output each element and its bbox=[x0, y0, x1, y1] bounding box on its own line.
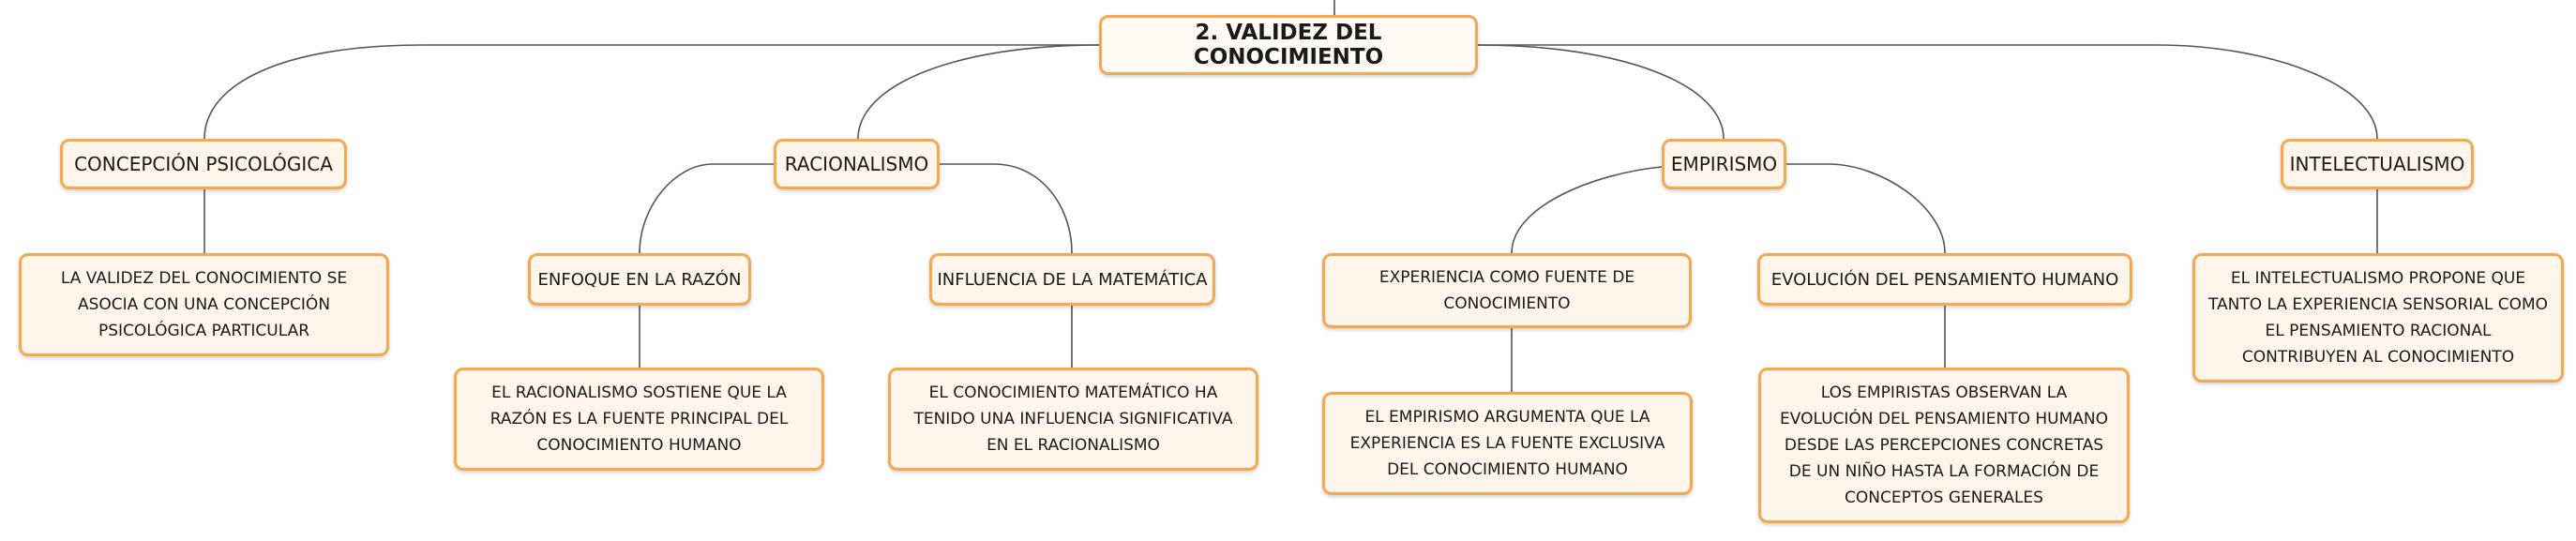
branch-label: CONCEPCIÓN PSICOLÓGICA bbox=[74, 153, 333, 175]
branch-racionalismo[interactable]: RACIONALISMO bbox=[774, 139, 940, 189]
branch-label: EMPIRISMO bbox=[1670, 153, 1778, 175]
connector-empirismo-evolucion bbox=[1786, 163, 1946, 254]
connector-root-empirismo bbox=[1477, 44, 1725, 140]
connector-root-racionalismo bbox=[857, 44, 1100, 140]
detail-influencia-matematica[interactable]: EL CONOCIMIENTO MATEMÁTICO HA TENIDO UNA… bbox=[888, 368, 1258, 471]
node-enfoque-razon[interactable]: ENFOQUE EN LA RAZÓN bbox=[528, 253, 751, 306]
connector-root-intelectualismo bbox=[1478, 44, 2378, 140]
detail-evolucion-pensamiento[interactable]: LOS EMPIRISTAS OBSERVAN LA EVOLUCIÓN DEL… bbox=[1758, 368, 2130, 523]
node-influencia-matematica[interactable]: INFLUENCIA DE LA MATEMÁTICA bbox=[929, 253, 1215, 306]
branch-intelectualismo[interactable]: INTELECTUALISMO bbox=[2281, 139, 2474, 189]
detail-concepcion-psicologica[interactable]: LA VALIDEZ DEL CONOCIMIENTO SE ASOCIA CO… bbox=[19, 253, 389, 356]
root-title: 2. VALIDEZ DEL CONOCIMIENTO bbox=[1193, 21, 1384, 69]
detail-text: EL RACIONALISMO SOSTIENE QUE LA RAZÓN ES… bbox=[490, 383, 789, 455]
detail-text: EL EMPIRISMO ARGUMENTA QUE LA EXPERIENCI… bbox=[1349, 408, 1665, 479]
node-experiencia-fuente[interactable]: EXPERIENCIA COMO FUENTE DE CONOCIMIENTO bbox=[1322, 253, 1692, 328]
node-label: ENFOQUE EN LA RAZÓN bbox=[537, 269, 742, 290]
node-label: INFLUENCIA DE LA MATEMÁTICA bbox=[937, 269, 1208, 290]
detail-enfoque-razon[interactable]: EL RACIONALISMO SOSTIENE QUE LA RAZÓN ES… bbox=[454, 368, 824, 471]
branch-empirismo[interactable]: EMPIRISMO bbox=[1662, 139, 1786, 189]
root-node[interactable]: 2. VALIDEZ DEL CONOCIMIENTO bbox=[1099, 15, 1478, 75]
detail-text: EL CONOCIMIENTO MATEMÁTICO HA TENIDO UNA… bbox=[913, 383, 1233, 455]
detail-text: LOS EMPIRISTAS OBSERVAN LA EVOLUCIÓN DEL… bbox=[1780, 383, 2108, 507]
branch-label: INTELECTUALISMO bbox=[2289, 153, 2465, 175]
detail-intelectualismo[interactable]: EL INTELECTUALISMO PROPONE QUE TANTO LA … bbox=[2192, 253, 2564, 383]
node-label: EXPERIENCIA COMO FUENTE DE CONOCIMIENTO bbox=[1378, 268, 1635, 313]
node-evolucion-pensamiento[interactable]: EVOLUCIÓN DEL PENSAMIENTO HUMANO bbox=[1757, 253, 2132, 306]
connector-racionalismo-razon bbox=[639, 163, 774, 254]
detail-text: EL INTELECTUALISMO PROPONE QUE TANTO LA … bbox=[2207, 269, 2549, 367]
detail-experiencia-fuente[interactable]: EL EMPIRISMO ARGUMENTA QUE LA EXPERIENCI… bbox=[1322, 392, 1693, 495]
connector-racionalismo-matematica bbox=[940, 163, 1073, 254]
branch-concepcion-psicologica[interactable]: CONCEPCIÓN PSICOLÓGICA bbox=[60, 139, 347, 189]
branch-label: RACIONALISMO bbox=[784, 153, 929, 175]
connector-empirismo-experiencia bbox=[1511, 166, 1663, 254]
detail-text: LA VALIDEZ DEL CONOCIMIENTO SE ASOCIA CO… bbox=[60, 269, 348, 340]
connector-root-psicologica bbox=[203, 44, 1099, 140]
node-label: EVOLUCIÓN DEL PENSAMIENTO HUMANO bbox=[1770, 269, 2119, 290]
